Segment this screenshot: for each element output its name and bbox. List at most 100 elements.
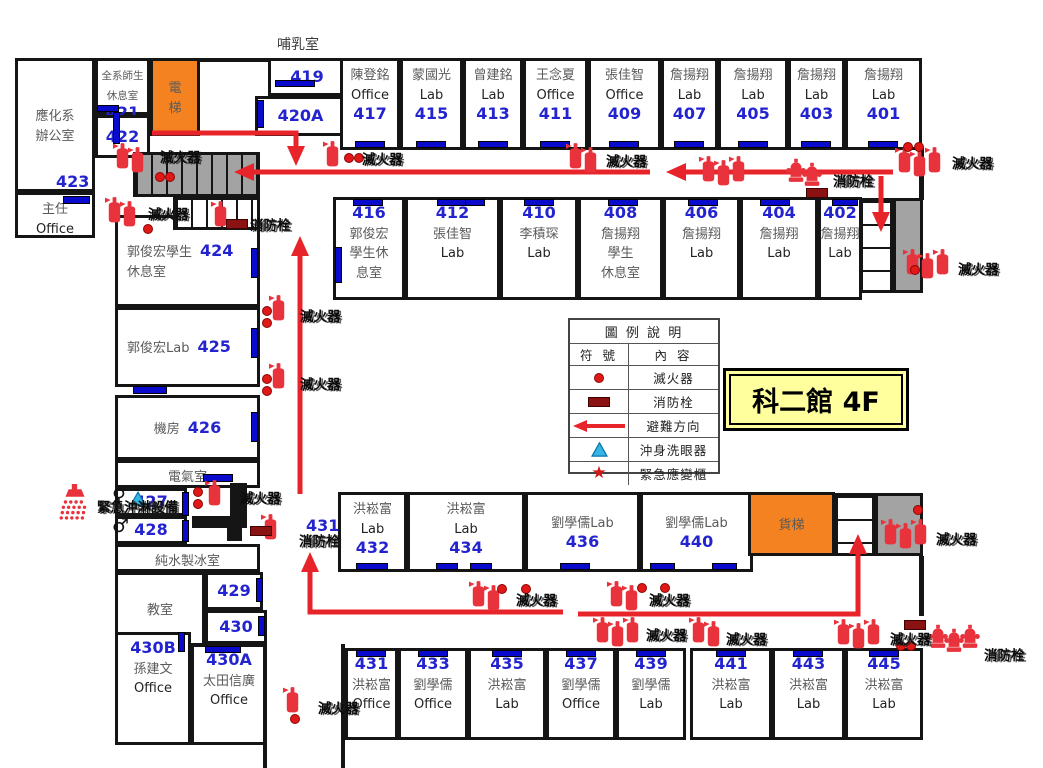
freight-elevator-label: 貨梯 [778, 518, 805, 534]
door-19 [688, 199, 718, 206]
door-40 [356, 650, 386, 657]
room-439-label: 劉學儒 [631, 677, 671, 693]
room-403-label: Lab [804, 87, 829, 103]
room-415-label: 415 [414, 103, 449, 123]
room-409-label: 張佳智 [604, 68, 644, 83]
room-430B-label: Office [134, 681, 172, 697]
emergency-shower-icon [58, 484, 92, 520]
door-13 [63, 196, 90, 204]
legend-symbol-dot [570, 366, 629, 389]
fire-extinguisher-icon [880, 518, 931, 553]
door-29 [182, 520, 189, 542]
room-430: 430 [205, 610, 267, 644]
legend-row-1: 消防栓 [570, 390, 718, 414]
fire-hydrant-icon [786, 158, 822, 191]
room-427: 427 [115, 488, 187, 516]
room-408-label: 詹揚翔 [600, 226, 640, 242]
room-411-label: Office [536, 87, 575, 103]
legend-box: 圖 例 說 明 符 號 內 容 滅火器消防栓避難方向沖身洗眼器★緊急應變櫃 [568, 318, 720, 485]
door-9 [275, 80, 315, 87]
room-416-label: 416 [352, 203, 386, 222]
fire-extinguisher-icon [688, 616, 724, 651]
door-46 [793, 650, 823, 657]
fire-hydrant-icon [928, 624, 980, 657]
room-403-label: 403 [799, 103, 834, 123]
extinguisher-dot [903, 142, 913, 152]
hydrant-rect-symbol [226, 219, 248, 229]
fire-extinguisher-icon [833, 618, 884, 653]
fire-extinguisher-icon [104, 196, 140, 231]
door-47 [869, 650, 899, 657]
room-431-label: 431 [354, 654, 389, 673]
elevator-label: 電 [168, 81, 182, 97]
legend-header: 圖 例 說 明 [570, 320, 718, 344]
door-18 [608, 199, 638, 206]
marker-label-滅火器: 滅火器 [890, 632, 931, 648]
marker-label-滅火器: 滅火器 [516, 593, 557, 609]
room-430B-label: 430B [130, 638, 176, 657]
floor-title: 科二館 4F [752, 387, 880, 418]
marker-label-滅火器: 滅火器 [606, 154, 647, 170]
marker-label-消防栓: 消防栓 [984, 648, 1025, 664]
room-434-label: 洪崧富 [446, 502, 486, 517]
extinguisher-dot [344, 153, 354, 163]
marker-label-滅火器: 滅火器 [952, 156, 993, 172]
extinguisher-dot [155, 172, 165, 182]
door-33 [205, 646, 241, 653]
legend-symbol-star: ★ [570, 462, 629, 485]
elevator: 電梯 [150, 58, 200, 136]
legend-row-4: ★緊急應變櫃 [570, 462, 718, 485]
room-436-label: 436 [565, 532, 600, 552]
door-3 [540, 141, 570, 148]
legend-label: 沖身洗眼器 [639, 443, 708, 458]
room-purewater: 純水製冰室 [115, 544, 260, 572]
legend-row-3: 沖身洗眼器 [570, 438, 718, 462]
door-8 [868, 141, 898, 148]
marker-label-滅火器: 滅火器 [649, 593, 690, 609]
room-434-label: Lab [454, 521, 478, 537]
room-408-label: 休息室 [600, 266, 640, 282]
room-433-label: 劉學儒 [413, 677, 453, 693]
room-445-label: 445 [867, 654, 901, 673]
extinguisher-dot [143, 224, 153, 234]
door-10 [257, 100, 264, 128]
room-443-label: 洪崧富 [788, 677, 828, 693]
stairs-se-cells [835, 493, 875, 556]
room-electrical-label: 電氣室 [167, 470, 207, 485]
extinguisher-dot [262, 306, 272, 316]
room-445-label: Lab [872, 697, 896, 713]
room-401-label: Lab [871, 87, 896, 103]
room-401-label: 401 [866, 103, 901, 123]
room-439-label: Lab [639, 697, 663, 713]
stairs-ne-cells [860, 198, 893, 293]
extinguisher-dot [497, 584, 507, 594]
text-423: 423 [56, 172, 90, 191]
room-437-label: Office [562, 697, 600, 713]
door-39 [712, 563, 737, 570]
room-406-label: 406 [684, 203, 719, 222]
legend-columns: 符 號 內 容 [570, 344, 718, 366]
marker-label-滅火器: 滅火器 [958, 262, 999, 278]
male-symbol: ♂ [112, 515, 130, 537]
door-2 [478, 141, 508, 148]
hydrant-rect-symbol [904, 620, 926, 630]
room-403-label: 詹揚翔 [796, 68, 836, 83]
wall-segment-5 [230, 483, 247, 519]
door-36 [470, 563, 492, 570]
door-20 [760, 199, 790, 206]
